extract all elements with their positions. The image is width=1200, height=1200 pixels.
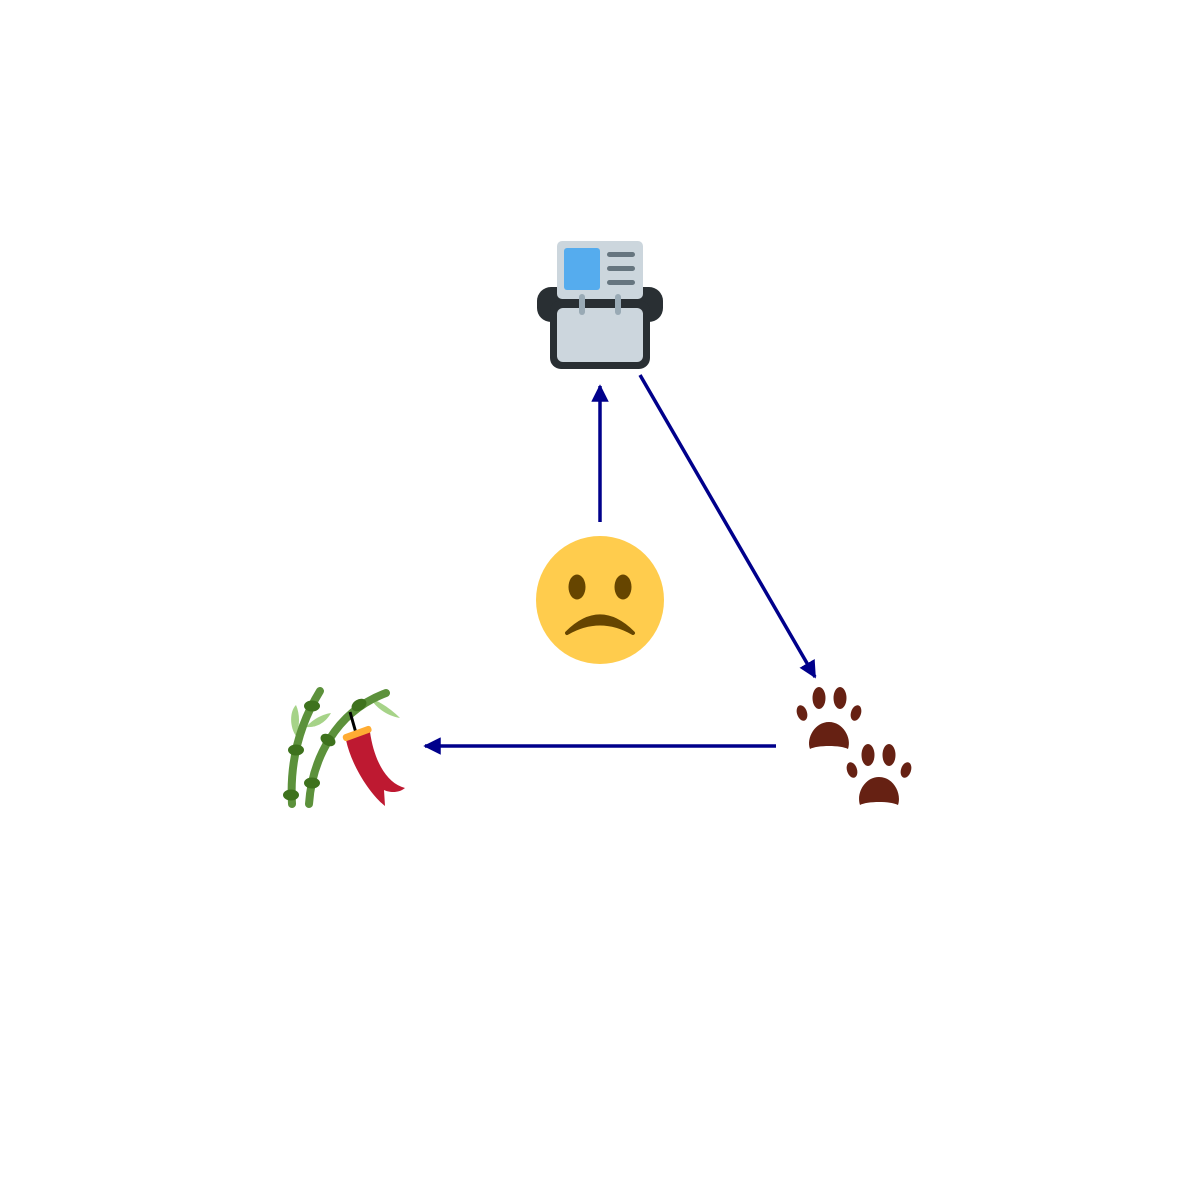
paw-prints-icon: [796, 687, 912, 805]
frowning-face-icon: [536, 536, 664, 664]
card-index-icon: [537, 241, 663, 369]
tanabata-tree-icon: [283, 687, 405, 808]
edge-card-index-to-paw-prints: [638, 374, 817, 679]
edges: [423, 374, 817, 755]
